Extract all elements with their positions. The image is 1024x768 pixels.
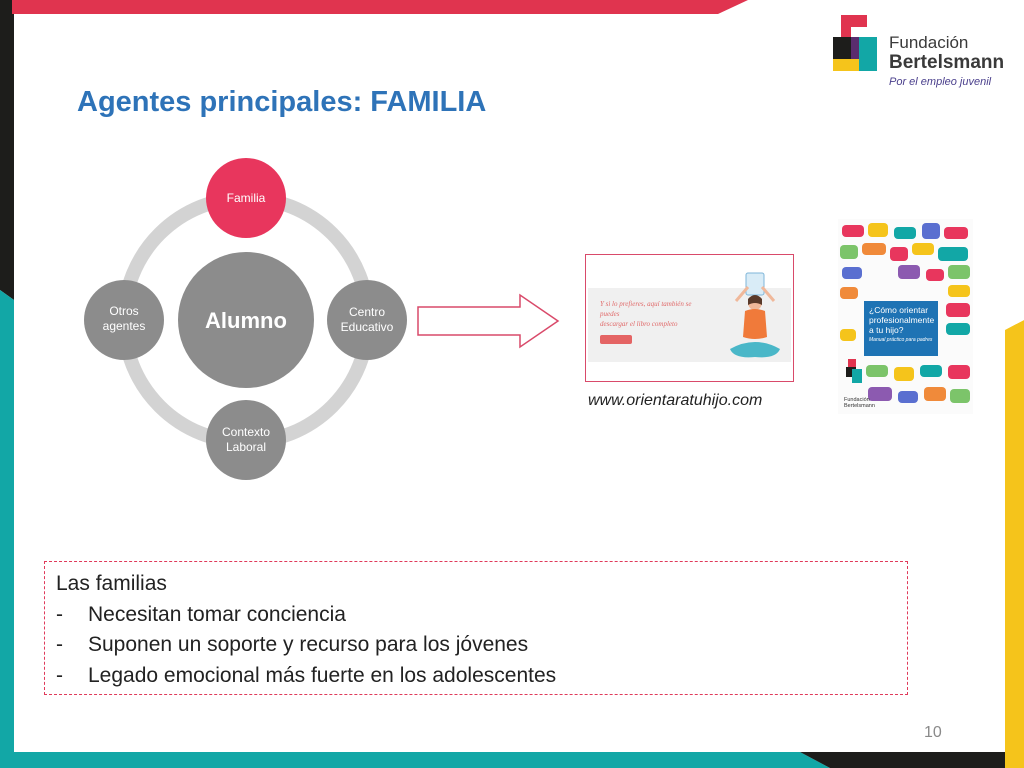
book-title-line2: profesionalmente xyxy=(869,315,935,325)
book-cover-pattern xyxy=(840,223,970,403)
list-item-text: Necesitan tomar conciencia xyxy=(88,602,346,626)
agents-cycle-diagram xyxy=(84,158,407,480)
logo-line1: Fundación xyxy=(889,33,969,52)
website-preview-image: Y si lo prefieres, aquí también se puede… xyxy=(585,254,794,382)
node-label-centro: Centro xyxy=(348,305,386,319)
bottom-teal-strip xyxy=(0,752,830,768)
right-arrow-icon xyxy=(417,293,560,349)
node-label-familia: Familia xyxy=(226,190,266,205)
node-label-laboral: Laboral xyxy=(225,440,267,454)
book-title-line1: ¿Cómo orientar xyxy=(869,305,929,315)
book-title-line3: a tu hijo? xyxy=(869,325,904,335)
node-familia xyxy=(206,158,286,238)
node-label-educativo: Educativo xyxy=(340,320,394,334)
list-item-text: Legado emocional más fuerte en los adole… xyxy=(88,663,557,687)
page-title: Agentes principales: FAMILIA xyxy=(77,86,487,118)
node-label-centro-educativo: Centro Educativo xyxy=(327,303,407,337)
list-item-text: Suponen un soporte y recurso para los jó… xyxy=(88,633,529,656)
bertelsmann-logo-text: Fundación Bertelsmann Por el empleo juve… xyxy=(889,33,1004,91)
website-url-link[interactable]: www.orientaratuhijo.com xyxy=(588,392,763,409)
book-cover-image: ¿Cómo orientar profesionalmente a tu hij… xyxy=(838,219,973,414)
text-box-heading: Las familias xyxy=(56,572,167,595)
bullet-dash: - xyxy=(56,663,63,687)
list-item: - Necesitan tomar conciencia xyxy=(56,600,907,631)
node-label-contexto: Contexto xyxy=(221,425,271,439)
right-yellow-strip xyxy=(1005,320,1024,768)
book-title-box: ¿Cómo orientar profesionalmente a tu hij… xyxy=(864,301,938,356)
center-node-alumno xyxy=(178,252,314,388)
node-contexto-laboral xyxy=(206,400,286,480)
node-centro-educativo xyxy=(327,280,407,360)
node-label-otros: Otros xyxy=(109,304,139,318)
top-red-strip xyxy=(0,0,748,14)
left-teal-strip xyxy=(0,290,14,768)
list-item: - Suponen un soporte y recurso para los j… xyxy=(56,630,907,661)
node-label-contexto-laboral: Contexto Laboral xyxy=(206,423,286,457)
center-label: Alumno xyxy=(205,307,287,333)
logo-line2: Bertelsmann xyxy=(889,52,1005,73)
families-text-box: Las familias - Necesitan tomar conciencia… xyxy=(44,561,908,695)
book-subtitle: Manual práctico para padres xyxy=(869,337,933,343)
person-illustration-icon xyxy=(730,272,780,358)
left-black-strip xyxy=(0,14,14,300)
logo-tagline: Por el empleo juvenil xyxy=(889,76,992,88)
book-brand: Fundación Bertelsmann xyxy=(844,397,875,409)
bullet-dash: - xyxy=(56,602,63,626)
page-number: 10 xyxy=(924,724,942,741)
node-label-otros-agentes: Otros agentes xyxy=(84,302,164,336)
bottom-black-strip xyxy=(800,752,1005,768)
bertelsmann-logo-mark xyxy=(833,15,877,71)
list-item: - Legado emocional más fuerte en los adol… xyxy=(56,661,907,692)
node-otros-agentes xyxy=(84,280,164,360)
node-label-agentes: agentes xyxy=(102,319,146,333)
bullet-dash: - xyxy=(56,633,63,656)
website-preview-button xyxy=(600,335,632,344)
website-preview-text: Y si lo prefieres, aquí también se puede… xyxy=(600,300,692,328)
